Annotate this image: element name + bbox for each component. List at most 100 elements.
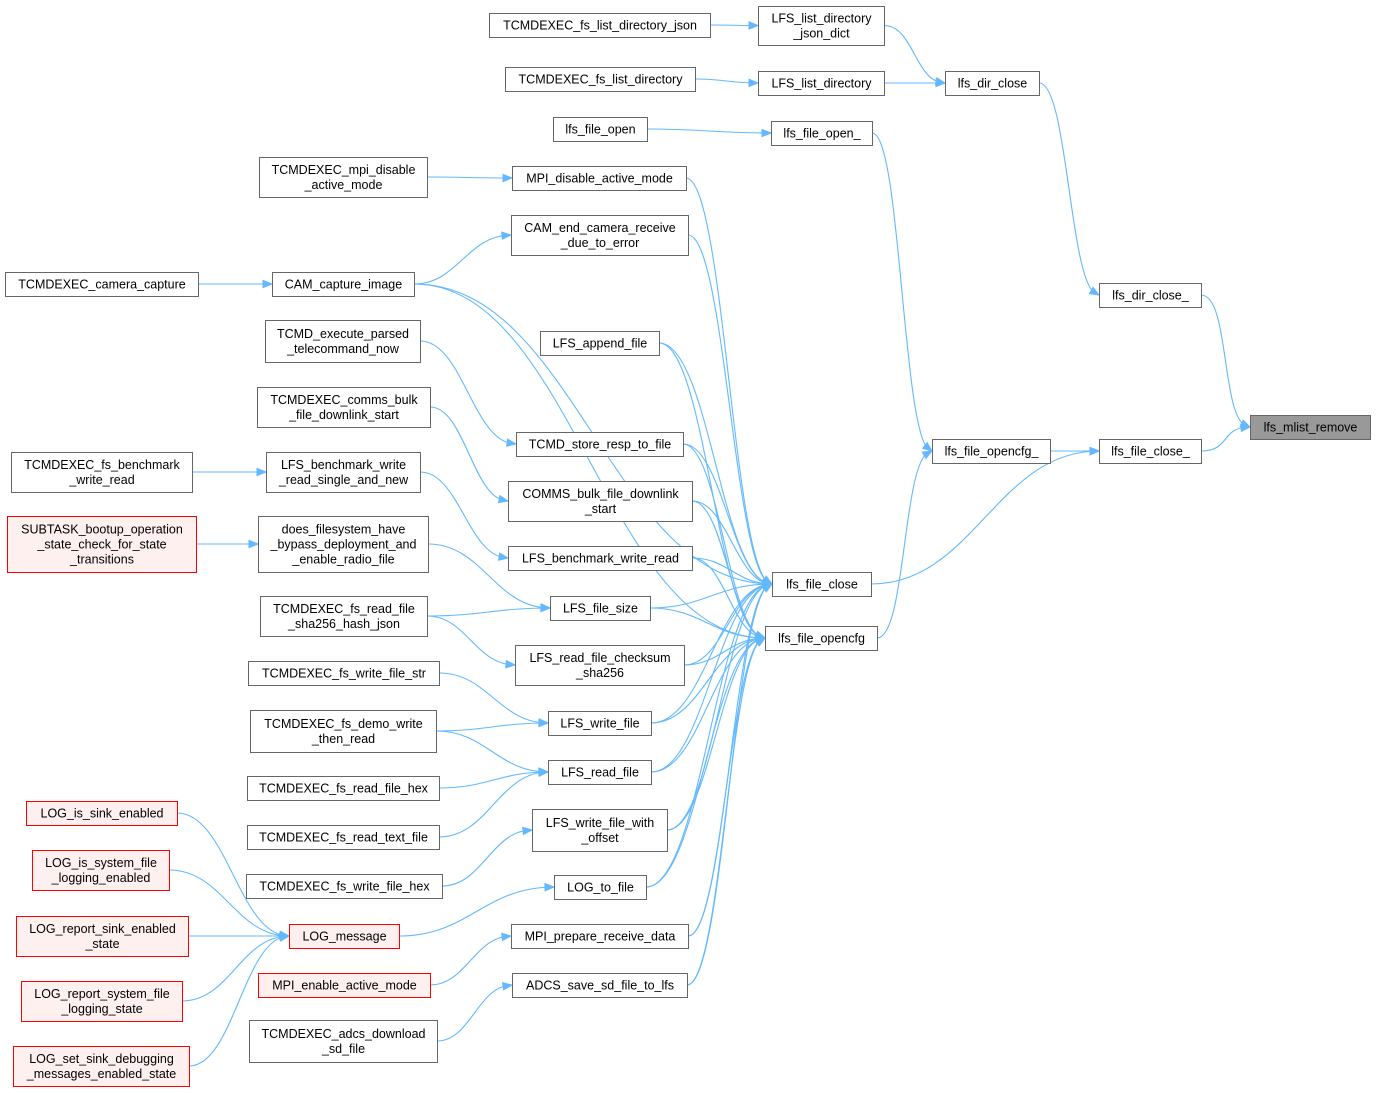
node-cam-capture-image[interactable]: CAM_capture_image xyxy=(272,272,415,297)
edge-log-is-sink-enabled-to-log-message xyxy=(176,812,290,937)
node-box xyxy=(553,117,648,142)
edge-tcmdexec-fs-read-file-sha256-hash-json-to-lfs-read-file-checksum-sha256 xyxy=(426,615,516,666)
node-lfs-write-file[interactable]: LFS_write_file xyxy=(548,711,652,736)
node-box xyxy=(259,157,428,198)
edge-lfs-dir-close-to-lfs-mlist-remove xyxy=(1200,294,1251,428)
edge-adcs-save-sd-file-to-lfs-to-lfs-file-opencfg xyxy=(686,637,766,986)
node-label: _offset xyxy=(580,831,619,845)
node-comms-bulk-file-downlink-start[interactable]: COMMS_bulk_file_downlink_start xyxy=(508,481,693,522)
node-lfs-benchmark-write-read[interactable]: LFS_benchmark_write_read xyxy=(508,546,693,571)
node-lfs-dir-close[interactable]: lfs_dir_close_ xyxy=(1099,283,1202,308)
node-lfs-dir-close[interactable]: lfs_dir_close xyxy=(945,71,1040,96)
node-log-report-system-file-logging-state[interactable]: LOG_report_system_file_logging_state xyxy=(21,981,183,1022)
node-log-is-sink-enabled[interactable]: LOG_is_sink_enabled xyxy=(26,801,178,826)
node-label: lfs_file_opencfg xyxy=(778,632,865,646)
arrowhead xyxy=(501,231,513,241)
node-label: _state xyxy=(84,937,119,951)
node-lfs-mlist-remove[interactable]: lfs_mlist_remove xyxy=(1250,415,1371,440)
edge-comms-bulk-file-downlink-start-to-lfs-file-close xyxy=(691,500,773,585)
node-tcmdexec-fs-read-text-file[interactable]: TCMDEXEC_fs_read_text_file xyxy=(247,825,440,850)
node-log-report-sink-enabled-state[interactable]: LOG_report_sink_enabled_state xyxy=(16,916,189,957)
node-label: TCMD_store_resp_to_file xyxy=(529,438,671,452)
node-tcmdexec-camera-capture[interactable]: TCMDEXEC_camera_capture xyxy=(5,272,199,297)
node-label: lfs_file_open_ xyxy=(783,127,861,141)
node-label: _logging_state xyxy=(60,1002,142,1016)
edge-lfs-benchmark-write-read-single-and-new-to-lfs-benchmark-write-read xyxy=(419,471,509,559)
arrowhead xyxy=(1089,446,1101,456)
node-tcmdexec-fs-write-file-str[interactable]: TCMDEXEC_fs_write_file_str xyxy=(248,661,440,686)
node-box xyxy=(548,760,652,785)
node-box xyxy=(550,596,651,621)
node-label: LFS_write_file_with xyxy=(546,816,654,830)
node-box xyxy=(5,272,199,297)
node-lfs-read-file-checksum-sha256[interactable]: LFS_read_file_checksum_sha256 xyxy=(515,645,685,686)
node-box xyxy=(516,432,684,457)
node-tcmdexec-fs-demo-write-then-read[interactable]: TCMDEXEC_fs_demo_write_then_read xyxy=(250,710,437,753)
edge-tcmdexec-comms-bulk-file-downlink-start-to-comms-bulk-file-downlink-start xyxy=(429,406,509,502)
node-label: does_filesystem_have xyxy=(282,523,406,537)
arrowhead xyxy=(1088,286,1101,296)
node-label: TCMDEXEC_camera_capture xyxy=(18,278,185,292)
node-label: TCMDEXEC_fs_write_file_str xyxy=(262,667,426,681)
node-box xyxy=(554,875,647,900)
node-tcmdexec-fs-write-file-hex[interactable]: TCMDEXEC_fs_write_file_hex xyxy=(246,874,443,899)
node-label: TCMDEXEC_comms_bulk xyxy=(270,393,418,407)
arrowhead xyxy=(538,768,550,778)
node-label: _logging_enabled xyxy=(51,871,151,885)
node-tcmdexec-comms-bulk-file-downlink-start[interactable]: TCMDEXEC_comms_bulk_file_downlink_start xyxy=(257,387,431,428)
node-lfs-append-file[interactable]: LFS_append_file xyxy=(540,331,660,356)
node-tcmdexec-fs-list-directory-json[interactable]: TCMDEXEC_fs_list_directory_json xyxy=(489,13,711,38)
node-tcmdexec-fs-benchmark-write-read[interactable]: TCMDEXEC_fs_benchmark_write_read xyxy=(11,452,193,493)
node-tcmdexec-fs-list-directory[interactable]: TCMDEXEC_fs_list_directory xyxy=(505,67,696,92)
node-mpi-enable-active-mode[interactable]: MPI_enable_active_mode xyxy=(258,973,431,998)
node-lfs-file-close[interactable]: lfs_file_close xyxy=(772,572,872,597)
node-lfs-benchmark-write-read-single-and-new[interactable]: LFS_benchmark_write_read_single_and_new xyxy=(266,452,421,493)
node-lfs-file-open[interactable]: lfs_file_open xyxy=(553,117,648,142)
node-lfs-list-directory-json-dict[interactable]: LFS_list_directory_json_dict xyxy=(758,6,885,46)
node-lfs-file-close[interactable]: lfs_file_close_ xyxy=(1099,439,1202,464)
node-mpi-prepare-receive-data[interactable]: MPI_prepare_receive_data xyxy=(511,924,689,949)
node-log-to-file[interactable]: LOG_to_file xyxy=(554,875,647,900)
node-tcmdexec-adcs-download-sd-file[interactable]: TCMDEXEC_adcs_download_sd_file xyxy=(249,1020,438,1063)
node-lfs-file-size[interactable]: LFS_file_size xyxy=(550,596,651,621)
node-does-filesystem-have-bypass-deployment-and-enable-radio-file[interactable]: does_filesystem_have_bypass_deployment_a… xyxy=(258,516,429,573)
node-box xyxy=(508,481,693,522)
node-adcs-save-sd-file-to-lfs[interactable]: ADCS_save_sd_file_to_lfs xyxy=(512,973,688,998)
node-lfs-file-open[interactable]: lfs_file_open_ xyxy=(771,121,873,146)
node-tcmd-store-resp-to-file[interactable]: TCMD_store_resp_to_file xyxy=(516,432,684,457)
edge-tcmdexec-fs-write-file-hex-to-lfs-write-file-with-offset xyxy=(441,829,533,887)
node-tcmdexec-mpi-disable-active-mode[interactable]: TCMDEXEC_mpi_disable_active_mode xyxy=(259,157,428,198)
node-lfs-file-opencfg[interactable]: lfs_file_opencfg_ xyxy=(932,439,1051,464)
node-label: _state_check_for_state xyxy=(36,538,166,552)
node-lfs-write-file-with-offset[interactable]: LFS_write_file_with_offset xyxy=(532,809,668,852)
edge-cam-capture-image-to-cam-end-camera-receive-due-to-error xyxy=(413,234,512,285)
node-label: SUBTASK_bootup_operation xyxy=(21,523,183,537)
node-tcmdexec-fs-read-file-sha256-hash-json[interactable]: TCMDEXEC_fs_read_file_sha256_hash_json xyxy=(260,596,428,637)
node-cam-end-camera-receive-due-to-error[interactable]: CAM_end_camera_receive_due_to_error xyxy=(511,215,689,256)
node-box xyxy=(247,825,440,850)
node-tcmd-execute-parsed-telecommand-now[interactable]: TCMD_execute_parsed_telecommand_now xyxy=(265,320,421,363)
edge-lfs-file-open-to-lfs-file-opencfg xyxy=(871,132,933,452)
node-log-is-system-file-logging-enabled[interactable]: LOG_is_system_file_logging_enabled xyxy=(32,850,170,891)
node-box xyxy=(257,387,431,428)
node-label: TCMDEXEC_fs_benchmark xyxy=(24,458,180,472)
node-label: MPI_prepare_receive_data xyxy=(525,930,676,944)
node-box xyxy=(289,924,400,949)
edge-tcmd-store-resp-to-file-to-lfs-file-close xyxy=(682,443,773,585)
node-subtask-bootup-operation-state-check-for-state-transitions[interactable]: SUBTASK_bootup_operation_state_check_for… xyxy=(7,516,197,573)
node-label: _sha256_hash_json xyxy=(287,617,400,631)
node-lfs-list-directory[interactable]: LFS_list_directory xyxy=(758,71,885,96)
node-lfs-file-opencfg[interactable]: lfs_file_opencfg xyxy=(765,626,878,651)
node-label: _messages_enabled_state xyxy=(26,1067,176,1081)
node-label: lfs_file_close_ xyxy=(1111,445,1191,459)
arrowhead xyxy=(754,637,767,647)
node-tcmdexec-fs-read-file-hex[interactable]: TCMDEXEC_fs_read_file_hex xyxy=(247,776,440,801)
edge-mpi-disable-active-mode-to-lfs-file-close xyxy=(685,177,773,585)
node-log-set-sink-debugging-messages-enabled-state[interactable]: LOG_set_sink_debugging_messages_enabled_… xyxy=(13,1046,190,1087)
node-mpi-disable-active-mode[interactable]: MPI_disable_active_mode xyxy=(512,166,687,191)
node-lfs-read-file[interactable]: LFS_read_file xyxy=(548,760,652,785)
node-box xyxy=(505,67,696,92)
node-log-message[interactable]: LOG_message xyxy=(289,924,400,949)
node-label: _active_mode xyxy=(304,178,383,192)
